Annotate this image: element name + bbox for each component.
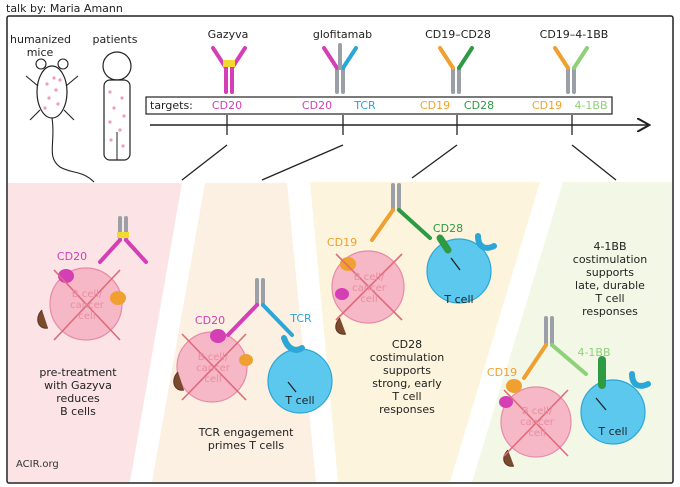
target-41bb: 4-1BB: [574, 99, 608, 112]
mouse-icon: [25, 58, 95, 183]
target-cd19-a: CD19: [419, 99, 451, 112]
source-credit: ACIR.org: [16, 459, 59, 470]
panel2-cd20-label: CD20: [194, 314, 226, 327]
target-tcr: TCR: [354, 99, 376, 112]
t-cell-shape: [580, 379, 646, 445]
panel1-cd20-label: CD20: [56, 250, 88, 263]
panel2-tcell-label: T cell: [285, 394, 315, 407]
drug-label-glofitamab: glofitamab: [312, 28, 373, 41]
panel4-41bb-label: 4-1BB: [577, 346, 611, 359]
target-cd20-glofitamab: CD20: [301, 99, 333, 112]
t-cell-shape: [426, 238, 492, 304]
separator-2: [287, 182, 338, 482]
separator-3: [450, 182, 563, 482]
panel4-cd19-label: CD19: [486, 366, 518, 379]
separator-1: [130, 183, 205, 482]
panel-1-cell-group: [37, 216, 148, 341]
gazyva-antibody-icon: [211, 46, 247, 94]
author-credit: talk by: Maria Amann: [6, 2, 123, 15]
panel4-tcell-label: T cell: [598, 425, 628, 438]
target-cd19-b: CD19: [531, 99, 563, 112]
targets-label: targets:: [150, 99, 193, 112]
drug-label-gazyva: Gazyva: [207, 28, 249, 41]
glofitamab-antibody-icon: [322, 43, 358, 94]
panel3-cd19-label: CD19: [326, 236, 358, 249]
mice-label: humanized mice: [10, 33, 71, 59]
targets-box: [145, 96, 613, 115]
panel3-cd28-label: CD28: [432, 222, 464, 235]
outer-frame: [6, 15, 674, 484]
cd19-41bb-antibody-icon: [553, 46, 589, 94]
target-cd20-gazyva: CD20: [211, 99, 243, 112]
panel-4-cell-group: [499, 316, 651, 467]
drug-label-cd19-41bb: CD19–4-1BB: [539, 28, 609, 41]
panel3-tcell-label: T cell: [444, 293, 474, 306]
cd19-cd28-antibody-icon: [438, 46, 474, 94]
patient-icon: [102, 51, 132, 161]
patients-label: patients: [92, 33, 138, 46]
drug-label-cd19-cd28: CD19–CD28: [425, 28, 491, 41]
panel-2-cell-group: [173, 278, 333, 414]
panel2-tcr-label: TCR: [290, 312, 312, 325]
panel-3-cell-group: [331, 183, 497, 335]
target-cd28: CD28: [463, 99, 495, 112]
